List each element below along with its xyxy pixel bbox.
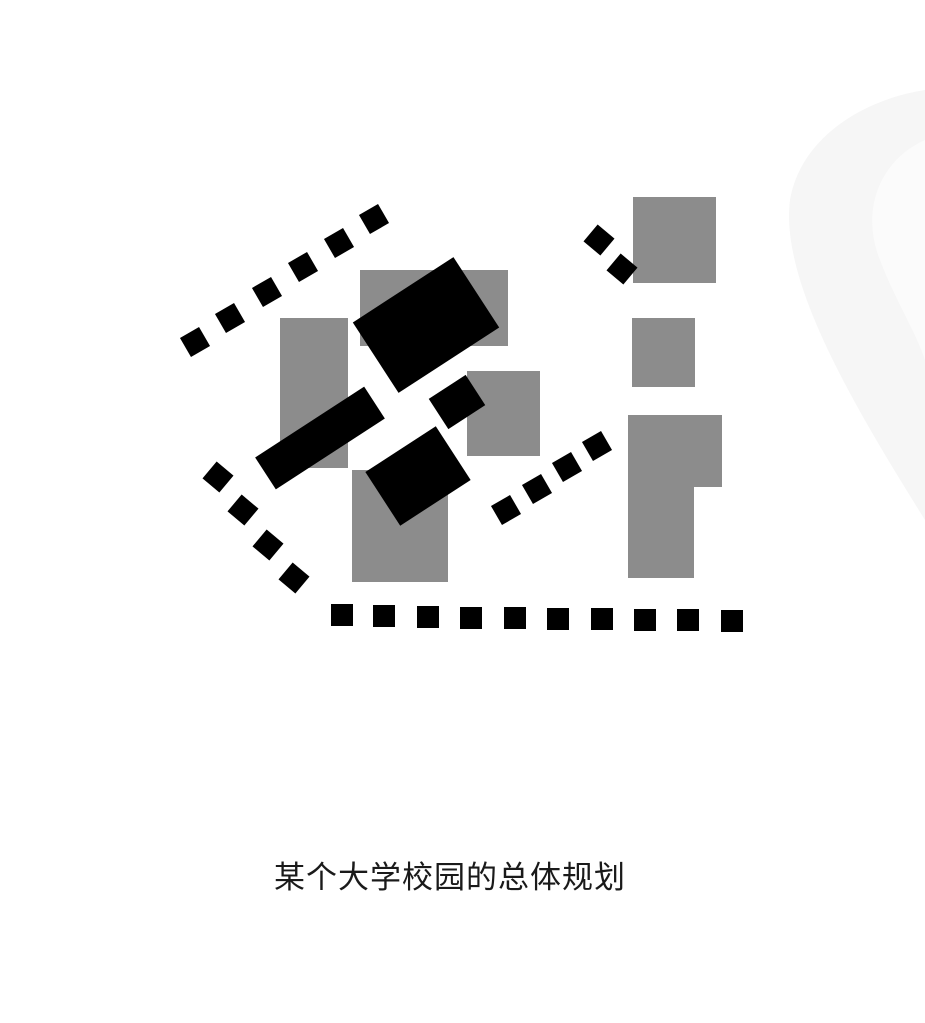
tree-square [323,227,355,259]
tree-square [331,604,353,626]
tree-square [490,494,522,526]
tree-square [417,606,439,628]
tree-square [373,605,395,627]
tree-row-top-right-pair [583,224,638,285]
tree-row-middle-diagonal [490,430,613,526]
tree-square [252,529,284,561]
tree-square [287,251,319,283]
black-building-group [255,257,500,526]
tree-square [677,609,699,631]
tree-square [581,430,613,462]
tree-square [551,451,583,483]
tree-square [251,276,283,308]
tree-square [358,203,390,235]
tree-square [227,494,259,526]
tree-square [504,607,526,629]
black-building [352,257,500,393]
black-building [365,426,471,526]
tree-square [521,473,553,505]
tree-square [214,302,246,334]
tree-square [179,326,211,358]
black-building [255,386,385,490]
tree-square [721,610,743,632]
tree-row-left-diagonal [202,461,310,594]
gray-building [632,318,695,387]
figure-caption: 某个大学校园的总体规划 [274,860,626,896]
tree-square [547,608,569,630]
black-building [428,374,486,430]
tree-square [591,608,613,630]
tree-square [606,253,638,285]
tree-square [278,562,310,594]
tree-square [634,609,656,631]
gray-building [633,197,716,283]
tree-row-upper-diagonal [179,203,390,358]
gray-building [467,371,540,456]
tree-square [202,461,234,493]
gray-building [628,415,722,578]
tree-square [583,224,615,256]
tree-row-bottom-horizontal [331,604,743,632]
gray-building-group [280,197,722,582]
tree-square [460,607,482,629]
